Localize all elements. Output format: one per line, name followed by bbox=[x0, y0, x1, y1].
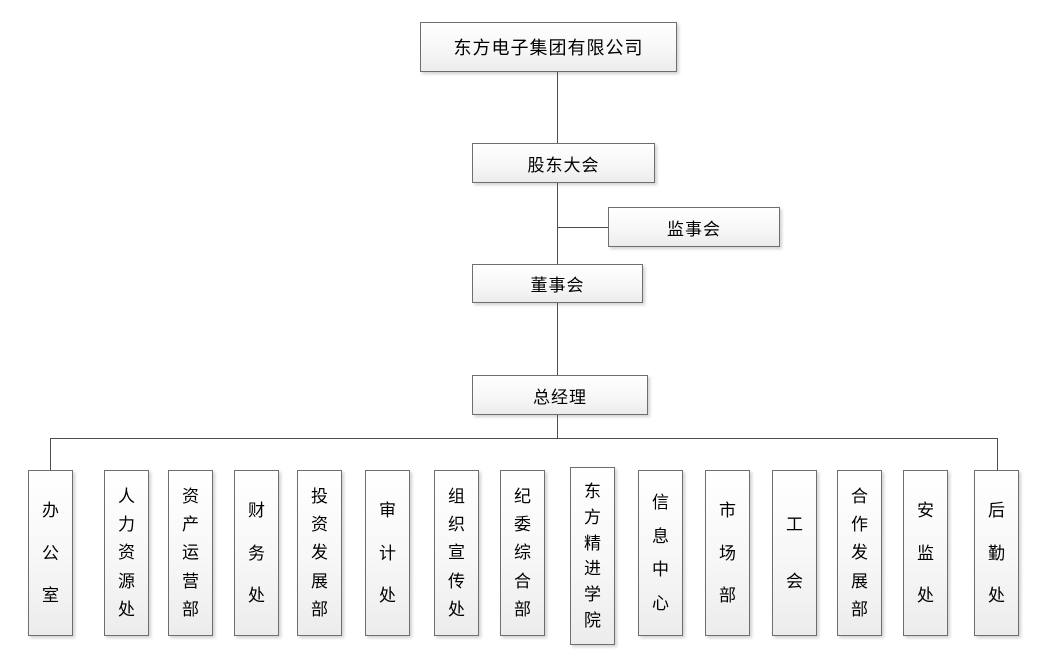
node-general-manager: 总经理 bbox=[472, 375, 648, 415]
department-label-char: 勤 bbox=[988, 543, 1005, 563]
department-label-char: 审 bbox=[379, 501, 396, 521]
department-label-char: 资 bbox=[311, 515, 328, 535]
department-label-char: 精 bbox=[584, 533, 601, 553]
department-box: 纪委综合部 bbox=[500, 470, 545, 636]
department-box: 资产运营部 bbox=[168, 470, 213, 636]
department-label-char: 纪 bbox=[514, 487, 531, 507]
department-label-char: 合 bbox=[851, 487, 868, 507]
department-label-char: 务 bbox=[248, 543, 265, 563]
department-label-char: 传 bbox=[448, 571, 465, 591]
department-label-char: 展 bbox=[851, 571, 868, 591]
connector-line bbox=[557, 415, 558, 438]
department-box: 东方精进学院 bbox=[570, 467, 615, 645]
department-label-char: 综 bbox=[514, 543, 531, 563]
department-label-char: 工 bbox=[786, 515, 803, 535]
connector-line bbox=[557, 72, 558, 143]
department-label-char: 后 bbox=[988, 501, 1005, 521]
department-box: 审计处 bbox=[365, 470, 410, 636]
department-label-char: 院 bbox=[584, 611, 601, 631]
department-label-char: 处 bbox=[917, 585, 934, 605]
department-label-char: 部 bbox=[719, 585, 736, 605]
department-label-char: 信 bbox=[652, 492, 669, 512]
department-label-char: 办 bbox=[42, 501, 59, 521]
department-label-char: 方 bbox=[584, 507, 601, 527]
department-label-char: 财 bbox=[248, 501, 265, 521]
node-shareholders-meeting: 股东大会 bbox=[472, 143, 655, 183]
department-label-char: 安 bbox=[917, 501, 934, 521]
department-label-char: 处 bbox=[988, 585, 1005, 605]
department-label-char: 会 bbox=[786, 571, 803, 591]
connector-line bbox=[997, 438, 998, 470]
department-label-char: 东 bbox=[584, 481, 601, 501]
department-label-char: 投 bbox=[311, 487, 328, 507]
node-company-root: 东方电子集团有限公司 bbox=[420, 22, 677, 72]
department-box: 人力资源处 bbox=[104, 470, 149, 636]
department-box: 财务处 bbox=[234, 470, 279, 636]
department-label-char: 发 bbox=[851, 543, 868, 563]
department-label-char: 委 bbox=[514, 515, 531, 535]
department-box: 组织宣传处 bbox=[434, 470, 479, 636]
department-box: 安监处 bbox=[903, 470, 948, 636]
department-box: 办公室 bbox=[28, 470, 73, 636]
department-label-char: 源 bbox=[118, 571, 135, 591]
connector-line bbox=[557, 227, 608, 228]
connector-line bbox=[50, 438, 51, 470]
node-board-of-directors: 董事会 bbox=[472, 264, 643, 303]
department-box: 后勤处 bbox=[974, 470, 1019, 636]
department-label-char: 计 bbox=[379, 543, 396, 563]
department-label-char: 展 bbox=[311, 571, 328, 591]
department-label-char: 监 bbox=[917, 543, 934, 563]
department-label-char: 合 bbox=[514, 571, 531, 591]
department-label-char: 部 bbox=[311, 599, 328, 619]
department-box: 信息中心 bbox=[638, 470, 683, 636]
connector-line bbox=[50, 438, 998, 439]
department-label-char: 处 bbox=[118, 599, 135, 619]
department-label-char: 产 bbox=[182, 515, 199, 535]
department-label-char: 息 bbox=[652, 526, 669, 546]
department-label-char: 运 bbox=[182, 543, 199, 563]
department-box: 工会 bbox=[772, 470, 817, 636]
department-label-char: 公 bbox=[42, 543, 59, 563]
department-label-char: 部 bbox=[182, 599, 199, 619]
department-label-char: 处 bbox=[448, 599, 465, 619]
department-label-char: 营 bbox=[182, 571, 199, 591]
node-supervisory-board: 监事会 bbox=[608, 207, 780, 247]
department-label-char: 力 bbox=[118, 515, 135, 535]
department-label-char: 人 bbox=[118, 487, 135, 507]
department-box: 合作发展部 bbox=[837, 470, 882, 636]
department-label-char: 织 bbox=[448, 515, 465, 535]
department-label-char: 市 bbox=[719, 501, 736, 521]
department-label-char: 发 bbox=[311, 543, 328, 563]
department-label-char: 部 bbox=[514, 599, 531, 619]
department-label-char: 部 bbox=[851, 599, 868, 619]
department-label-char: 中 bbox=[652, 560, 669, 580]
department-label-char: 心 bbox=[652, 594, 669, 614]
department-label-char: 室 bbox=[42, 585, 59, 605]
department-label-char: 作 bbox=[851, 515, 868, 535]
department-box: 投资发展部 bbox=[297, 470, 342, 636]
department-label-char: 处 bbox=[248, 585, 265, 605]
department-label-char: 组 bbox=[448, 487, 465, 507]
department-box: 市场部 bbox=[705, 470, 750, 636]
department-label-char: 宣 bbox=[448, 543, 465, 563]
department-label-char: 资 bbox=[182, 487, 199, 507]
department-label-char: 资 bbox=[118, 543, 135, 563]
department-label-char: 进 bbox=[584, 559, 601, 579]
department-label-char: 场 bbox=[719, 543, 736, 563]
connector-line bbox=[557, 183, 558, 264]
department-label-char: 学 bbox=[584, 585, 601, 605]
department-label-char: 处 bbox=[379, 585, 396, 605]
connector-line bbox=[557, 303, 558, 375]
